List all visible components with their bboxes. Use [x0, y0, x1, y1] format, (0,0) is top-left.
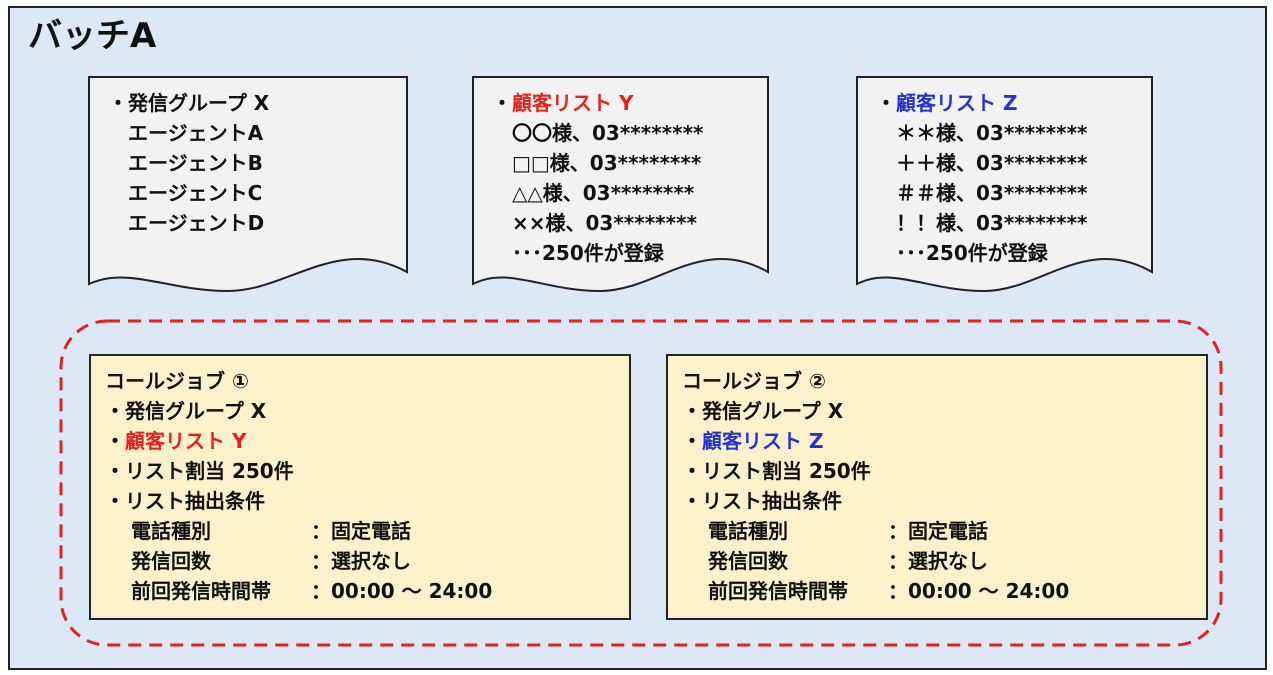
job-allocation: ・リスト割当 250件 — [682, 459, 871, 483]
doc-line: エージェントD — [128, 211, 265, 235]
doc-line: エージェントC — [128, 181, 263, 205]
doc-line: △△様、03******** — [512, 181, 695, 205]
doc-title: 顧客リスト Z — [896, 91, 1018, 115]
condition-row: 発信回数 ：選択なし — [682, 546, 1206, 576]
condition-row: 前回発信時間帯 ：00:00 ～ 24:00 — [682, 576, 1206, 606]
doc-bullet: ・ — [492, 91, 512, 115]
condition-value: ：選択なし — [311, 549, 411, 573]
doc-line: エージェントB — [128, 151, 263, 175]
condition-value: ：選択なし — [888, 549, 988, 573]
doc-line: □□様、03******** — [512, 151, 702, 175]
job-conditions-label: ・リスト抽出条件 — [105, 489, 265, 513]
condition-row: 発信回数 ：選択なし — [105, 546, 629, 576]
doc-shape — [856, 76, 1153, 293]
dashed-border — [59, 319, 1223, 647]
batch-title: バッチA — [28, 16, 157, 56]
condition-value: ：00:00 ～ 24:00 — [888, 579, 1070, 603]
doc-line: ＋＋様、03******** — [896, 151, 1088, 175]
job-list: 顧客リスト Z — [702, 429, 824, 453]
condition-row: 電話種別 ：固定電話 — [105, 516, 629, 546]
condition-row: 電話種別 ：固定電話 — [682, 516, 1206, 546]
condition-key: 電話種別 — [708, 519, 788, 543]
condition-key: 前回発信時間帯 — [131, 579, 271, 603]
job-allocation: ・リスト割当 250件 — [105, 459, 294, 483]
job-group: ・発信グループ X — [105, 399, 267, 423]
job-conditions-label: ・リスト抽出条件 — [682, 489, 842, 513]
job-list: 顧客リスト Y — [125, 429, 247, 453]
condition-key: 発信回数 — [708, 549, 788, 573]
condition-key: 電話種別 — [131, 519, 211, 543]
doc-line: エージェントA — [128, 121, 264, 145]
doc-line: ！！様、03******** — [896, 211, 1088, 235]
job-list-bullet: ・ — [682, 429, 702, 453]
condition-value: ：固定電話 — [888, 519, 988, 543]
call-job-1: コールジョブ ① ・発信グループ X ・顧客リスト Y ・リスト割当 250件 … — [89, 354, 631, 620]
doc-line: ××様、03******** — [512, 211, 698, 235]
doc-shape — [472, 76, 769, 293]
condition-value: ：00:00 ～ 24:00 — [311, 579, 493, 603]
condition-row: 前回発信時間帯 ：00:00 ～ 24:00 — [105, 576, 629, 606]
doc-title: ・発信グループ X — [108, 91, 270, 115]
doc-title: 顧客リスト Y — [512, 91, 634, 115]
call-job-2: コールジョブ ② ・発信グループ X ・顧客リスト Z ・リスト割当 250件 … — [666, 354, 1208, 620]
doc-customer-list-y: ・顧客リスト Y 〇〇様、03******** □□様、03******** △… — [472, 76, 792, 306]
doc-line: ＃＃様、03******** — [896, 181, 1088, 205]
doc-calling-group: ・発信グループ X エージェントA エージェントB エージェントC エージェント… — [88, 76, 408, 306]
condition-value: ：固定電話 — [311, 519, 411, 543]
doc-customer-list-z: ・顧客リスト Z ＊＊様、03******** ＋＋様、03******** ＃… — [856, 76, 1176, 306]
doc-line: ･･･250件が登録 — [896, 241, 1048, 265]
doc-line: ･･･250件が登録 — [512, 241, 664, 265]
doc-bullet: ・ — [876, 91, 896, 115]
doc-line: ＊＊様、03******** — [896, 121, 1088, 145]
call-job-group-frame — [58, 318, 1224, 648]
job-title: コールジョブ ② — [682, 369, 826, 393]
job-list-bullet: ・ — [105, 429, 125, 453]
condition-key: 前回発信時間帯 — [708, 579, 848, 603]
doc-line: 〇〇様、03******** — [512, 121, 704, 145]
job-title: コールジョブ ① — [105, 369, 249, 393]
job-group: ・発信グループ X — [682, 399, 844, 423]
doc-shape — [88, 76, 408, 293]
condition-key: 発信回数 — [131, 549, 211, 573]
